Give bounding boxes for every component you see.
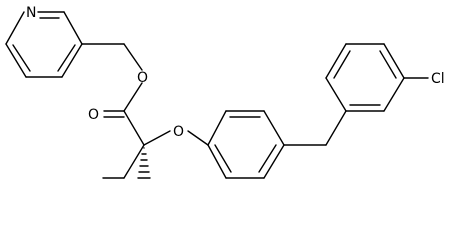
bond-c4-c5-inner bbox=[57, 44, 76, 72]
hashed-methyl-bond bbox=[137, 147, 151, 179]
bond-n-c2 bbox=[5, 11, 25, 45]
bond-c2-c3 bbox=[5, 43, 27, 78]
atom-label-n: N bbox=[26, 5, 36, 21]
bond-ether-o-phenyl bbox=[187, 130, 209, 146]
bond-o-carbonyl-carbon bbox=[123, 82, 143, 112]
bond-ch2-o bbox=[123, 43, 143, 71]
bond-alpha-ethyl-ch2 bbox=[123, 144, 145, 179]
bond-c2-c3-inner bbox=[12, 44, 31, 72]
bond-ch2-chlorophenyl bbox=[325, 110, 347, 146]
atom-label-o-ester: O bbox=[137, 70, 148, 86]
pyridine-ring bbox=[5, 11, 83, 78]
atom-label-o-ether: O bbox=[173, 124, 184, 140]
bond-alpha-ether-o bbox=[143, 130, 171, 146]
bond-carbonyl-alpha bbox=[123, 110, 145, 146]
molecule-structure: N O O O Cl bbox=[5, 5, 445, 179]
bond-c4-c5 bbox=[61, 43, 83, 78]
phenyl-ring-1 bbox=[207, 110, 285, 179]
phenyl-ring-2 bbox=[325, 43, 405, 112]
bond-c5-c6 bbox=[63, 11, 83, 45]
molecule-canvas: N O O O Cl bbox=[5, 5, 445, 179]
atom-label-cl: Cl bbox=[431, 71, 445, 87]
atom-label-o-carbonyl: O bbox=[88, 107, 99, 123]
